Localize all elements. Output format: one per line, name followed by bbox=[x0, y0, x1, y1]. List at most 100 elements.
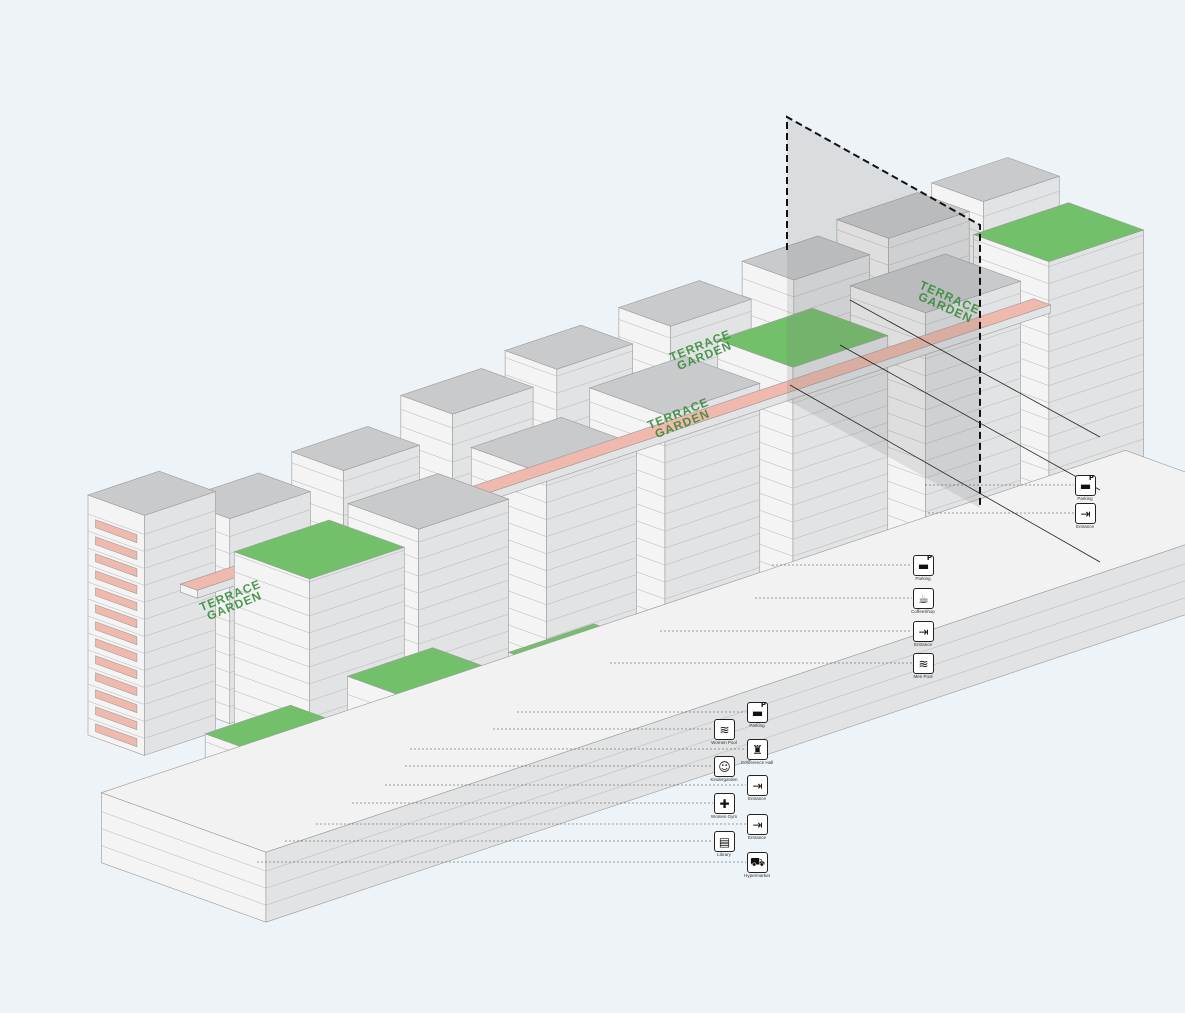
floor-line bbox=[792, 524, 888, 557]
floor-line bbox=[546, 455, 637, 486]
floor-line bbox=[664, 414, 760, 447]
floor-line bbox=[792, 473, 888, 506]
floor-line bbox=[792, 388, 888, 421]
floor-line bbox=[792, 456, 888, 489]
floor-line bbox=[505, 357, 557, 377]
pool-icon: ≋ bbox=[714, 719, 735, 740]
floor-line bbox=[670, 310, 752, 339]
roof bbox=[100, 449, 1185, 853]
floor-line bbox=[234, 588, 310, 617]
floor-line bbox=[925, 411, 1021, 445]
floor-line bbox=[144, 561, 216, 586]
roof bbox=[849, 253, 1022, 314]
floor-line bbox=[1048, 438, 1144, 471]
floor-line bbox=[1048, 251, 1144, 284]
balcony bbox=[95, 706, 138, 731]
floor-line bbox=[742, 295, 794, 315]
floor-line bbox=[234, 639, 310, 668]
floor-line bbox=[144, 510, 216, 535]
floor-line bbox=[664, 533, 760, 566]
legend-label: Hypermarket bbox=[744, 873, 770, 878]
floor-line bbox=[265, 580, 1185, 889]
floor-line bbox=[505, 374, 557, 394]
floor-line bbox=[87, 700, 145, 722]
floor-line bbox=[87, 632, 145, 654]
floor-line bbox=[291, 462, 344, 482]
floor-line bbox=[234, 605, 310, 634]
legend-label: Entrance bbox=[747, 835, 766, 840]
floor-line bbox=[309, 583, 405, 617]
floor-line bbox=[87, 564, 145, 586]
floor-line bbox=[618, 319, 671, 339]
floor-line bbox=[291, 479, 344, 499]
floor-line bbox=[664, 516, 760, 549]
floor-line bbox=[101, 811, 267, 872]
legend-label: Entrance bbox=[913, 642, 932, 647]
floor-line bbox=[1048, 404, 1144, 437]
floor-line bbox=[836, 229, 889, 249]
floor-line bbox=[792, 507, 888, 540]
roof bbox=[741, 235, 871, 281]
floor-line bbox=[418, 562, 509, 594]
cart-icon: ⛟ bbox=[747, 852, 768, 873]
floor-line bbox=[418, 511, 509, 543]
balcony bbox=[95, 536, 138, 561]
legend-label: Parking bbox=[1077, 496, 1093, 501]
balcony bbox=[95, 621, 138, 646]
floor-line bbox=[309, 549, 405, 583]
floor-line bbox=[400, 409, 453, 429]
floor-line bbox=[1048, 353, 1144, 386]
floor-line bbox=[229, 509, 311, 537]
floor-line bbox=[400, 426, 453, 446]
floor-line bbox=[265, 597, 1185, 906]
floor-line bbox=[101, 828, 267, 889]
floor-line bbox=[1048, 268, 1144, 301]
balcony bbox=[95, 638, 138, 663]
floor-line bbox=[87, 649, 145, 671]
floor-line bbox=[87, 683, 145, 705]
floor-line bbox=[309, 600, 405, 634]
legend-label: Entrance bbox=[1075, 524, 1094, 529]
floor-line bbox=[452, 417, 534, 446]
floor-line bbox=[546, 489, 637, 520]
legend-label: CoffeeShop bbox=[911, 609, 935, 614]
floor-line bbox=[452, 400, 534, 429]
floor-line bbox=[234, 622, 310, 651]
floor-line bbox=[87, 615, 145, 637]
balcony bbox=[95, 570, 138, 595]
floor-line bbox=[144, 527, 216, 552]
section-leader-line bbox=[789, 384, 1101, 563]
roof bbox=[836, 192, 971, 239]
section-plane bbox=[787, 117, 980, 508]
terrace-garden-roof bbox=[716, 308, 889, 368]
legend-label: Women Gym bbox=[710, 814, 738, 819]
balcony bbox=[95, 672, 138, 697]
terrace-garden-roof bbox=[972, 202, 1145, 262]
parking-icon: ▬P bbox=[913, 554, 934, 576]
balcony bbox=[95, 587, 138, 612]
floor-line bbox=[1048, 319, 1144, 352]
legend-label: Parking bbox=[749, 723, 765, 728]
roof bbox=[930, 157, 1061, 202]
floor-line bbox=[664, 499, 760, 532]
floor-line bbox=[546, 472, 637, 503]
floor-line bbox=[664, 448, 760, 481]
floor-line bbox=[1048, 285, 1144, 318]
floor-line bbox=[925, 428, 1021, 462]
floor-line bbox=[144, 714, 216, 739]
floor-line bbox=[670, 327, 752, 356]
floor-line bbox=[87, 581, 145, 603]
library-icon: ▤ bbox=[714, 831, 735, 852]
floor-line bbox=[418, 579, 509, 611]
floor-line bbox=[792, 490, 888, 523]
floor-line bbox=[144, 544, 216, 569]
roof bbox=[290, 426, 421, 471]
floor-line bbox=[556, 367, 633, 394]
balcony bbox=[95, 553, 138, 578]
floor-line bbox=[418, 596, 509, 628]
kindergarden-icon: ☺ bbox=[714, 756, 735, 777]
gym-icon: ✚ bbox=[714, 793, 735, 814]
floor-line bbox=[87, 530, 145, 552]
floor-line bbox=[1048, 387, 1144, 420]
